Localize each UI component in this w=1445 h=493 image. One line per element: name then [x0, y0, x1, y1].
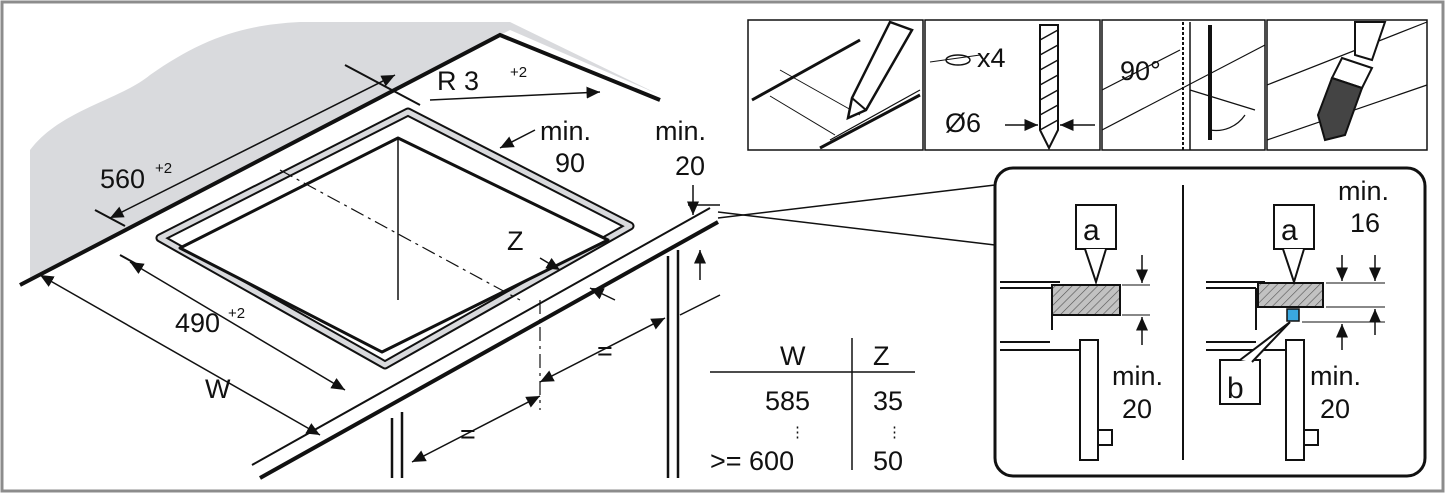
right-bottom-value: 20	[1320, 394, 1350, 424]
wz-table: W Z 585 35 ⋮ ⋮ >= 600 50	[710, 338, 915, 476]
front-clearance-value: 20	[675, 151, 705, 181]
radius-tolerance: +2	[510, 64, 527, 81]
width-label: 490	[175, 308, 220, 338]
equal-label-2: =	[460, 419, 476, 449]
centre-line	[279, 169, 521, 301]
jigsaw-icon	[1101, 22, 1266, 150]
rear-clearance-value: 90	[555, 148, 585, 178]
table-row-2-z: ⋮	[887, 424, 902, 441]
seal-strip	[1286, 308, 1300, 322]
left-bottom-min: min.	[1112, 361, 1163, 391]
saw-angle: 90°	[1120, 56, 1161, 86]
w-label: W	[205, 374, 231, 404]
table-header-w: W	[780, 341, 806, 371]
table-row-1-z: 35	[873, 386, 903, 416]
drill-diameter: Ø6	[945, 108, 981, 138]
right-top-value: 16	[1350, 208, 1380, 238]
left-bottom-value: 20	[1122, 394, 1152, 424]
cabinet-side-right	[666, 250, 680, 478]
detail-right	[1206, 204, 1385, 461]
rear-clearance-min: min.	[540, 116, 591, 146]
depth-tolerance: +2	[155, 160, 172, 177]
brush-icon	[1266, 21, 1428, 142]
right-top-min: min.	[1338, 176, 1389, 206]
worktop-section-left	[1051, 284, 1121, 316]
worktop-section-right	[1257, 282, 1324, 308]
left-tag-a: a	[1083, 214, 1100, 247]
detail-left	[1000, 204, 1150, 461]
table-header-z: Z	[873, 341, 890, 371]
table-row-3-w: >= 600	[710, 446, 794, 476]
z-label: Z	[507, 226, 524, 256]
table-row-1-w: 585	[765, 386, 810, 416]
right-tag-a: a	[1281, 214, 1298, 247]
cabinet-side-left	[390, 412, 404, 478]
radius-label: R 3	[437, 66, 479, 96]
hole-count: x4	[977, 43, 1006, 73]
depth-label: 560	[100, 164, 145, 194]
table-row-2-w: ⋮	[790, 424, 805, 441]
worktop-top-edge	[251, 207, 711, 466]
width-tolerance: +2	[228, 305, 245, 322]
pencil-icon	[751, 20, 921, 150]
right-bottom-min: min.	[1310, 361, 1361, 391]
detail-box: a min. 20 a b min. 1	[993, 166, 1427, 478]
right-tag-b: b	[1227, 372, 1244, 405]
worktop-front-edge	[259, 220, 719, 480]
step-panels: x4 Ø6 90°	[747, 19, 1428, 151]
front-clearance-min: min.	[655, 116, 706, 146]
table-row-3-z: 50	[873, 446, 903, 476]
drill-icon	[929, 24, 1095, 151]
worktop-scene: R 3 +2 560 +2 490 +2 min. 90 min. 20 Z W…	[19, 22, 996, 480]
equal-label-1: =	[597, 336, 613, 366]
